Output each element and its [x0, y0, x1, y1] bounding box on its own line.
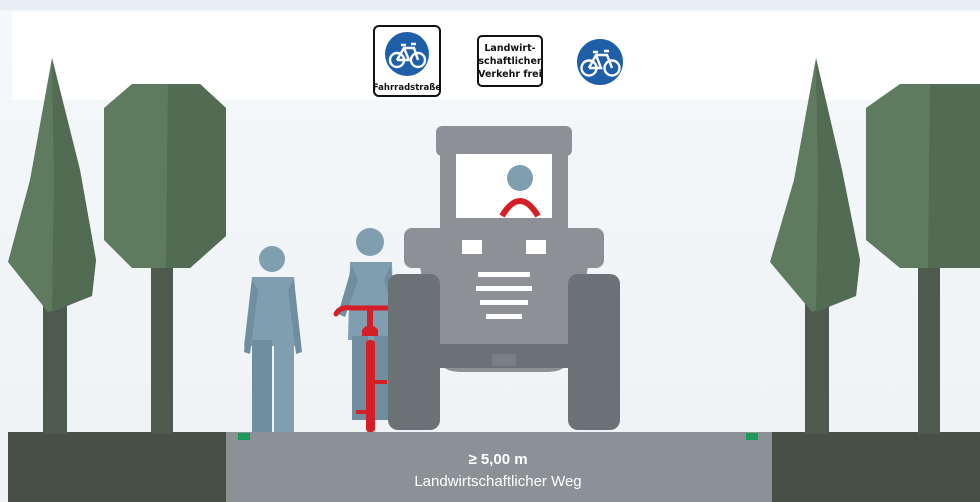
pedestrian-figure — [244, 246, 302, 432]
tractor-right-wheel — [568, 274, 620, 430]
road-name-label: Landwirtschaftlicher Weg — [414, 473, 581, 490]
sign-zusatz: Landwirt- schaftlicher Verkehr frei — [478, 36, 542, 86]
sign-fahrradstrasse-label: Fahrradstraße — [373, 83, 441, 93]
tractor-left-wheel — [388, 274, 440, 430]
right-edge-marker — [746, 433, 758, 440]
zusatz-line-1: Landwirt- — [484, 43, 535, 54]
sign-fahrradstrasse: Fahrradstraße — [373, 26, 441, 96]
tree-right-broadleaf — [866, 84, 980, 434]
tree-left-broadleaf — [104, 84, 226, 434]
zusatz-line-3: Verkehr frei — [478, 69, 542, 80]
tree-left-conifer — [8, 58, 96, 434]
road-width-label: ≥ 5,00 m — [468, 451, 527, 468]
zusatz-line-2: schaftlicher — [478, 56, 541, 67]
tractor-figure — [388, 126, 620, 430]
tree-right-conifer — [770, 58, 860, 434]
sign-bicycle-path — [576, 38, 624, 86]
right-verge — [772, 432, 980, 502]
left-verge — [8, 432, 226, 502]
left-edge-marker — [238, 433, 250, 440]
